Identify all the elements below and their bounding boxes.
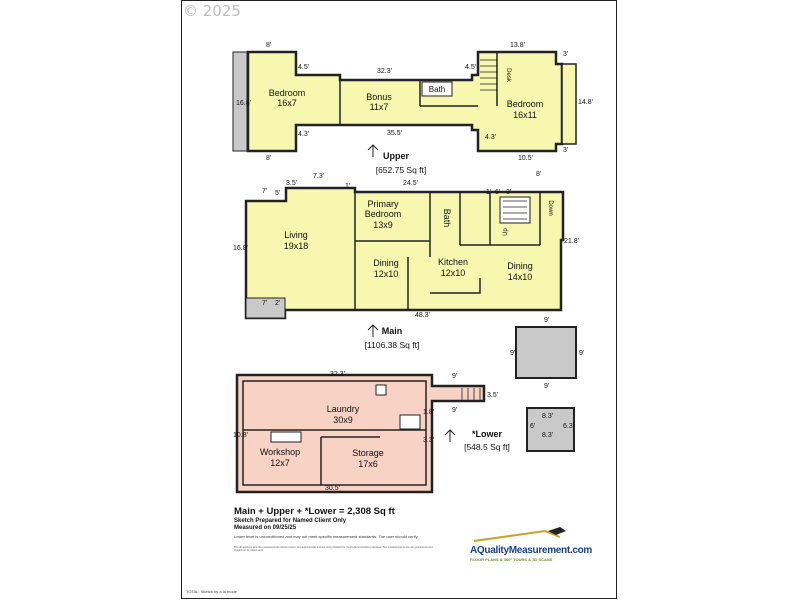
level-main-name: Main [382, 326, 403, 336]
label-stairs-down: Down [547, 200, 553, 215]
dim-main-12: 21.8' [564, 238, 579, 245]
room-upper-bedroom-east-size: 16x11 [513, 110, 537, 120]
level-lower-area: [548.5 Sq ft] [464, 442, 510, 452]
footer-credit: TOTAL: Sketch by a la mode [186, 589, 237, 594]
dim-upper-7: 16.8' [236, 100, 251, 107]
dim-lower-7: 3.3' [423, 437, 434, 444]
fine-print: The dimensions and the measurements show… [234, 546, 433, 553]
dim-upper-9: 4.3' [298, 131, 309, 138]
dim-upper-8: 14.8' [578, 99, 593, 106]
dim-lower-2: 9' [452, 373, 457, 380]
prepared-for: Sketch Prepared for Named Client Only [234, 518, 347, 524]
room-dining-east-size: 14x10 [508, 272, 533, 282]
dim-lower-8: 30.5' [325, 485, 340, 492]
company-logo-text[interactable]: AQualityMeasurement.com [470, 545, 593, 556]
room-dining-west-size: 12x10 [374, 269, 399, 279]
dim-main-2: 3.5' [286, 180, 297, 187]
room-upper-bedroom-west: Bedroom [269, 88, 306, 98]
room-living: Living [284, 230, 308, 240]
room-kitchen-size: 12x10 [441, 268, 466, 278]
room-upper-bedroom-east: Bedroom [507, 99, 544, 109]
dim-main-1: 7.3' [313, 173, 324, 180]
dim-main-7: 8' [536, 171, 541, 178]
dim-main-10: 3' [506, 189, 511, 196]
dim-lower-5: 10.8' [233, 432, 248, 439]
measured-date: Measured on 09/25/25 [234, 525, 297, 531]
dim-shed-top: 8.3' [542, 413, 553, 420]
room-dining-west: Dining [373, 258, 399, 268]
dim-lower-4: 9' [452, 407, 457, 414]
dim-shed-right: 6.3' [563, 423, 574, 430]
dim-main-6: 24.5' [403, 180, 418, 187]
dim-garage-right: 9' [579, 350, 584, 357]
prepared-note: Sketch Prepared for Named Client Only Me… [234, 518, 346, 532]
dim-lower-6: 1.8' [423, 409, 434, 416]
detached-garage [515, 326, 577, 379]
room-living-size: 19x18 [284, 241, 309, 251]
total-area-summary: Main + Upper + *Lower = 2,308 Sq ft [234, 506, 395, 517]
dim-upper-11: 4.3' [485, 134, 496, 141]
room-bonus: Bonus [366, 92, 392, 102]
dim-main-14: 2' [275, 300, 280, 307]
dim-lower-1: 32.3' [330, 371, 345, 378]
room-workshop: Workshop [260, 447, 300, 457]
dim-main-13: 7' [262, 300, 267, 307]
room-primary-bedroom-line2: Bedroom [365, 209, 402, 219]
dim-upper-3: 32.3' [377, 68, 392, 75]
dim-upper-6: 3' [563, 51, 568, 58]
shed [526, 407, 575, 452]
dim-main-15: 48.3' [415, 312, 430, 319]
level-upper-name: Upper [383, 151, 410, 161]
room-laundry: Laundry [327, 404, 360, 414]
dim-main-3: 7' [262, 188, 267, 195]
main-porch [245, 297, 286, 319]
dim-upper-14: 3' [563, 147, 568, 154]
room-bonus-size: 11x7 [370, 102, 389, 112]
level-main-area: [1106.38 Sq ft] [365, 340, 420, 350]
room-primary-bedroom-size: 13x9 [373, 220, 393, 230]
copyright-watermark: © 2025 [183, 2, 241, 20]
dim-main-9: 6' [495, 189, 500, 196]
room-upper-bedroom-west-size: 16x7 [277, 98, 297, 108]
dim-upper-4: 4.5' [465, 64, 476, 71]
room-storage: Storage [352, 448, 384, 458]
room-upper-bath: Bath [429, 85, 445, 94]
room-primary-bedroom-line1: Primary [368, 199, 399, 209]
dim-garage-top: 9' [544, 317, 549, 324]
room-workshop-size: 12x7 [270, 458, 290, 468]
dim-upper-5: 13.8' [510, 42, 525, 49]
dim-shed-bottom: 8.3' [542, 432, 553, 439]
dim-garage-bottom: 9' [544, 383, 549, 390]
dim-upper-12: 8' [266, 155, 271, 162]
level-upper-area: [652.75 Sq ft] [376, 165, 427, 175]
room-main-bath: Bath [442, 209, 452, 228]
dim-main-8: 1' [486, 189, 491, 196]
dim-upper-1: 8' [266, 42, 271, 49]
room-desk: Desk [505, 68, 511, 83]
room-kitchen: Kitchen [438, 257, 468, 267]
dim-main-11: 16.8' [233, 245, 248, 252]
company-logo-mark [473, 527, 566, 542]
label-stairs-up: Up [503, 228, 509, 236]
dim-shed-left: 6' [530, 423, 535, 430]
dim-main-4: 5' [275, 190, 280, 197]
dim-garage-left: 9' [510, 350, 515, 357]
room-storage-size: 17x6 [358, 459, 378, 469]
upper-deck-east [561, 63, 577, 145]
level-lower-name: *Lower [472, 429, 503, 439]
dim-upper-10: 35.5' [387, 130, 402, 137]
dim-lower-3: 3.5' [487, 392, 498, 399]
dim-upper-13: 10.5' [518, 155, 533, 162]
company-logo-tagline: FLOOR PLANS & 360° TOURS & 3D SCANS [470, 557, 553, 562]
lower-level-disclaimer: Lower level is unconditioned and may not… [234, 534, 419, 539]
dim-upper-2: 4.5' [298, 64, 309, 71]
room-laundry-size: 30x9 [333, 415, 353, 425]
room-dining-east: Dining [507, 261, 533, 271]
dim-main-5: 1' [345, 183, 350, 190]
